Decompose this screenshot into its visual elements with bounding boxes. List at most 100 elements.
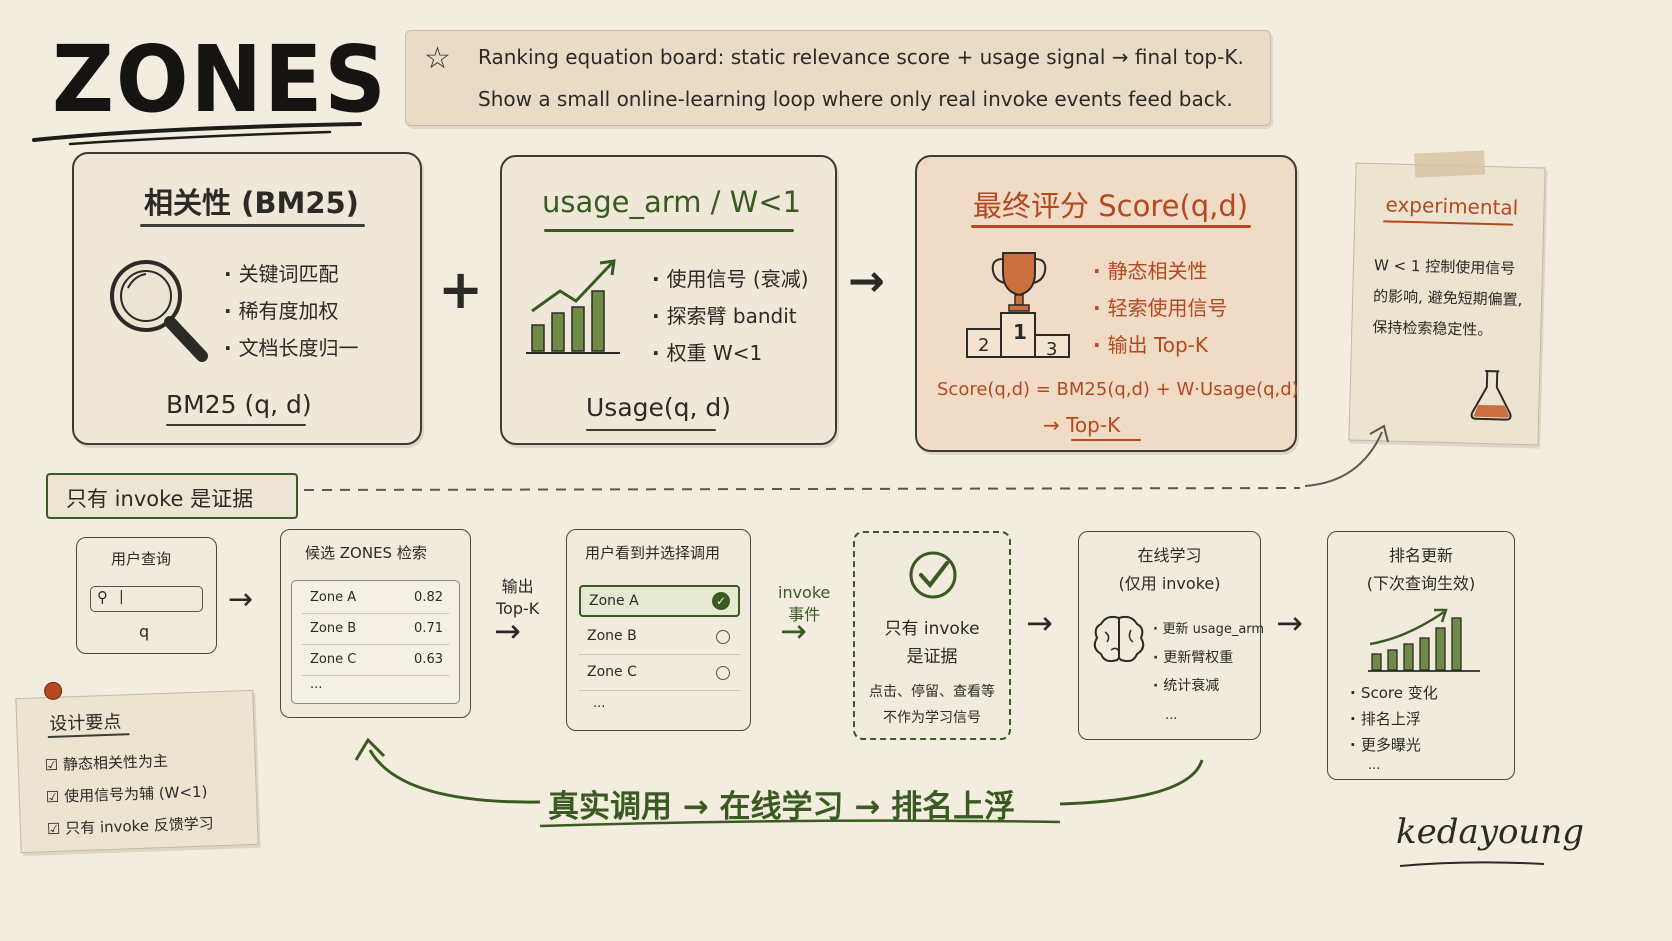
evidence-label: 只有 invoke 是证据 <box>46 473 298 519</box>
design-item: ☑ 使用信号为辅 (W<1) <box>45 781 208 808</box>
invoke-label: invoke 事件 <box>778 582 830 626</box>
evidence-note: 点击、停留、查看等 不作为学习信号 <box>855 679 1009 731</box>
learning-title-line: (仅用 invoke) <box>1118 574 1221 593</box>
pin-icon <box>43 681 63 701</box>
zone-name: Zone A <box>589 593 639 609</box>
signature-underline <box>1399 861 1545 867</box>
rank-bullets: Score 变化 排名上浮 更多曝光 <box>1350 680 1438 758</box>
list-item-selected[interactable]: Zone A ✓ <box>579 585 740 617</box>
rank-title-line: (下次查询生效) <box>1366 574 1476 593</box>
score-formula: Score(q,d) = BM25(q,d) + W·Usage(q,d) <box>937 379 1299 400</box>
rank-title: 排名更新 (下次查询生效) <box>1328 542 1514 598</box>
zone-score: 0.63 <box>414 652 443 667</box>
arrow-operator: → <box>848 256 885 307</box>
usage-panel: usage_arm / W<1 使用信号 (衰减) 探索臂 bandit 权重 … <box>500 155 837 445</box>
invoke-label-line: invoke <box>778 583 831 602</box>
list-item[interactable]: Zone C 0.63 <box>302 645 449 676</box>
signature: kedayoung <box>1396 812 1584 852</box>
plus-operator: + <box>438 258 484 321</box>
experimental-note: experimental W < 1 控制使用信号的影响, 避免短期偏置, 保持… <box>1348 150 1546 446</box>
evidence-title-line: 只有 invoke <box>884 619 980 639</box>
list-item[interactable]: Zone C <box>579 658 740 691</box>
arrow-icon: → <box>1026 604 1053 642</box>
list-item[interactable]: Zone A 0.82 <box>302 583 449 614</box>
bullet: 排名上浮 <box>1350 706 1438 732</box>
flask-icon <box>1470 370 1512 421</box>
bm25-bullets: 关键词匹配 稀有度加权 文档长度归一 <box>224 256 359 367</box>
rising-bars-icon <box>1368 608 1480 672</box>
bullet: 输出 Top-K <box>1093 327 1228 364</box>
arrow-icon: → <box>228 582 254 617</box>
design-item: ☑ 只有 invoke 反馈学习 <box>47 812 215 839</box>
evidence-title: 只有 invoke 是证据 <box>855 615 1009 671</box>
podium-rank: 2 <box>978 335 990 356</box>
design-item: ☑ 静态相关性为主 <box>44 750 168 775</box>
learning-title-line: 在线学习 <box>1137 546 1202 565</box>
bullet: 静态相关性 <box>1093 253 1228 290</box>
candidate-title: 候选 ZONES 检索 <box>305 544 427 562</box>
output-label-line: 输出 <box>501 577 534 596</box>
zone-score: 0.71 <box>414 621 443 636</box>
bullet: 更新 usage_arm <box>1153 616 1264 644</box>
brain-icon <box>1093 615 1145 663</box>
bullet: Score 变化 <box>1350 680 1438 706</box>
bullet: 关键词匹配 <box>224 256 359 293</box>
arrow-icon: → <box>494 612 521 650</box>
evidence-title-line: 是证据 <box>906 647 958 667</box>
banner-line-2: Show a small online-learning loop where … <box>478 87 1233 111</box>
bullet: 统计衰减 <box>1153 672 1264 700</box>
header-banner: ☆ Ranking equation board: static relevan… <box>405 30 1271 126</box>
arrow-icon: → <box>1276 604 1303 642</box>
user-select-box: 用户看到并选择调用 Zone A ✓ Zone B Zone C ... <box>566 529 751 731</box>
user-select-title: 用户看到并选择调用 <box>585 544 721 562</box>
checkbox-checked-icon: ☑ <box>46 819 61 839</box>
search-icon: ⚲ <box>97 588 108 606</box>
zone-name: Zone B <box>310 621 357 636</box>
zone-score: 0.82 <box>414 590 443 605</box>
zone-name: Zone C <box>587 664 637 680</box>
magnifier-icon <box>110 260 208 362</box>
design-item-text: 只有 invoke 反馈学习 <box>64 814 215 838</box>
query-symbol: q <box>139 622 150 641</box>
more-indicator: ... <box>593 696 606 711</box>
candidate-list: Zone A 0.82 Zone B 0.71 Zone C 0.63 ... <box>291 580 460 704</box>
usage-bullets: 使用信号 (衰减) 探索臂 bandit 权重 W<1 <box>652 261 809 372</box>
list-item[interactable]: Zone B 0.71 <box>302 614 449 645</box>
zone-name: Zone C <box>310 652 357 667</box>
online-learning-box: 在线学习 (仅用 invoke) 更新 usage_arm 更新臂权重 统计衰减… <box>1078 531 1264 740</box>
rank-title-line: 排名更新 <box>1388 546 1453 565</box>
check-filled-icon: ✓ <box>712 592 730 610</box>
final-bullets: 静态相关性 轻索使用信号 输出 Top-K <box>1093 253 1228 364</box>
bullet: 文档长度归一 <box>224 330 359 367</box>
banner-line-1: Ranking equation board: static relevance… <box>478 45 1244 69</box>
user-query-title: 用户查询 <box>111 550 172 568</box>
bullet: 权重 W<1 <box>652 335 809 372</box>
bullet: 探索臂 bandit <box>652 298 809 335</box>
zone-name: Zone B <box>587 628 637 644</box>
bm25-title: 相关性 (BM25) <box>144 186 359 220</box>
search-input[interactable]: ⚲ | <box>90 586 203 612</box>
bullet: 稀有度加权 <box>224 293 359 330</box>
growth-chart-icon <box>526 259 620 354</box>
user-query-box: 用户查询 ⚲ | q <box>76 537 217 654</box>
podium-rank: 3 <box>1046 339 1058 360</box>
bullet: 更新臂权重 <box>1153 644 1264 672</box>
bullet: 使用信号 (衰减) <box>652 261 809 298</box>
bm25-formula: BM25 (q, d) <box>166 390 312 419</box>
experimental-text: W < 1 控制使用信号的影响, 避免短期偏置, 保持检索稳定性。 <box>1372 256 1523 340</box>
feedback-loop-arrow <box>354 737 1204 828</box>
evidence-label-text: 只有 invoke 是证据 <box>66 487 254 511</box>
arrow-icon: → <box>780 612 807 650</box>
design-notes: 设计要点 ☑ 静态相关性为主 ☑ 使用信号为辅 (W<1) ☑ 只有 invok… <box>15 681 259 854</box>
list-item[interactable]: Zone B <box>579 622 740 655</box>
learning-bullets: 更新 usage_arm 更新臂权重 统计衰减 <box>1153 616 1264 700</box>
usage-formula: Usage(q, d) <box>586 393 732 422</box>
podium-rank: 1 <box>1013 320 1027 344</box>
output-label-line: Top-K <box>496 599 540 618</box>
more-indicator: ... <box>1165 708 1178 723</box>
trophy-icon <box>966 252 1070 358</box>
design-item-text: 静态相关性为主 <box>62 751 169 774</box>
invoke-evidence-box: 只有 invoke 是证据 点击、停留、查看等 不作为学习信号 <box>853 531 1011 740</box>
more-indicator: ... <box>310 677 323 692</box>
radio-empty-icon <box>716 630 730 644</box>
